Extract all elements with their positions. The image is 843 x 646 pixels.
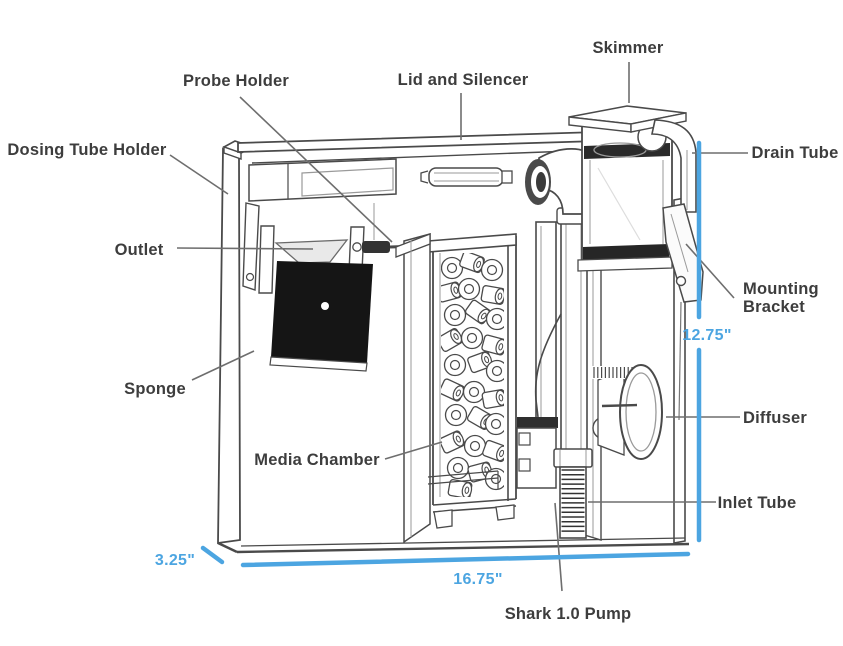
- drain-hose-line: [678, 301, 682, 421]
- leader-probe-holder: [239, 96, 393, 243]
- dim-width-line: [240, 551, 691, 568]
- label-skimmer: Skimmer: [592, 39, 663, 57]
- tank-lid: [237, 131, 599, 153]
- probe-holder-drawing: [352, 203, 421, 253]
- leader-mounting-bracket: [685, 243, 735, 299]
- skimmer-band-bottom: [583, 244, 669, 260]
- tank-left-wall: [217, 147, 241, 545]
- silencer-nub: [501, 170, 513, 184]
- sponge-tray: [269, 356, 368, 372]
- chamber-foot-left: [433, 509, 453, 529]
- dim-depth-line: [200, 545, 225, 565]
- pump-shelf-line1: [427, 470, 499, 478]
- tank-bottom-edge: [236, 542, 690, 554]
- silencer-drawing: [420, 167, 513, 187]
- outlet-post-left: [258, 225, 275, 294]
- chamber-bottom-line1: [432, 498, 517, 506]
- probe-screw: [352, 242, 362, 252]
- outlet-funnel: [274, 239, 349, 264]
- pump-detail2: [518, 458, 531, 472]
- pump-shelf-line2: [427, 477, 499, 485]
- dosing-tube-holder-drawing: [242, 158, 397, 291]
- silencer-hook: [420, 170, 429, 184]
- label-sponge: Sponge: [124, 380, 186, 398]
- elbow-flange-inner: [536, 172, 546, 192]
- silencer-body: [428, 167, 504, 187]
- label-bracket: Bracket: [743, 298, 805, 316]
- skimmer-drawing: [568, 105, 687, 272]
- chamber-front-plate-lip: [395, 233, 431, 258]
- label-lid-silencer: Lid and Silencer: [398, 71, 529, 89]
- diffuser-disc-inner: [625, 372, 657, 452]
- label-probe-holder: Probe Holder: [183, 72, 289, 90]
- label-shark-pump: Shark 1.0 Pump: [505, 605, 632, 623]
- pump-top-band: [517, 417, 558, 428]
- sponge-hole: [321, 302, 329, 310]
- inlet-thread-ribs: [561, 469, 585, 532]
- dosing-holder-bracket: [242, 202, 260, 291]
- label-outlet: Outlet: [115, 241, 164, 259]
- pump-drawing: [427, 417, 558, 489]
- dim-width-value: 16.75": [453, 571, 502, 588]
- label-inlet-tube: Inlet Tube: [718, 494, 797, 512]
- dosing-holder-screw: [245, 272, 255, 282]
- mounting-bracket-fold: [670, 213, 689, 273]
- sponge-drawing: [269, 261, 373, 372]
- tank-back-top-line: [251, 149, 599, 164]
- chamber-top-bar: [427, 233, 517, 253]
- diffuser-disc: [619, 364, 663, 460]
- chamber-foot-right: [495, 504, 515, 521]
- mounting-bracket-screw: [675, 275, 687, 287]
- sponge-block: [271, 261, 373, 363]
- skimmer-glass-shine: [597, 167, 641, 241]
- labels: Probe Holder Lid and Silencer Skimmer Do…: [7, 39, 838, 623]
- leader-dosing-holder: [169, 154, 229, 195]
- leader-media-chamber: [384, 441, 443, 460]
- inlet-tube-drawing: [553, 448, 593, 539]
- label-dosing-holder: Dosing Tube Holder: [7, 141, 167, 159]
- diffuser-axis: [601, 403, 638, 408]
- label-drain-tube: Drain Tube: [752, 144, 839, 162]
- tank-floor-line: [240, 537, 686, 547]
- pipe-left: [535, 221, 557, 423]
- bio-media-rings: [441, 253, 504, 497]
- leader-sponge: [191, 350, 255, 381]
- label-media-chamber: Media Chamber: [254, 451, 380, 469]
- leader-shark-pump: [554, 502, 563, 592]
- label-mounting: Mounting: [743, 280, 819, 298]
- tank-bottom-corner: [217, 541, 238, 554]
- leader-lines: [169, 62, 748, 592]
- probe-clip: [362, 241, 390, 253]
- label-diffuser: Diffuser: [743, 409, 807, 427]
- dimension-lines: [200, 140, 702, 568]
- dim-depth-value: 3.25": [155, 552, 195, 569]
- dosing-holder-inner: [301, 167, 394, 197]
- diffuser-drawing: [592, 364, 663, 460]
- dim-height-value: 12.75": [682, 327, 731, 344]
- pump-detail1: [518, 432, 531, 446]
- chamber-front-plate: [403, 233, 431, 544]
- tank-lid-cap-edge: [223, 146, 242, 160]
- skimmer-shelf: [577, 256, 673, 272]
- pump-cord: [534, 313, 562, 418]
- pump-body: [516, 427, 557, 489]
- media-chamber-drawing: [395, 233, 517, 544]
- leader-outlet: [176, 247, 314, 250]
